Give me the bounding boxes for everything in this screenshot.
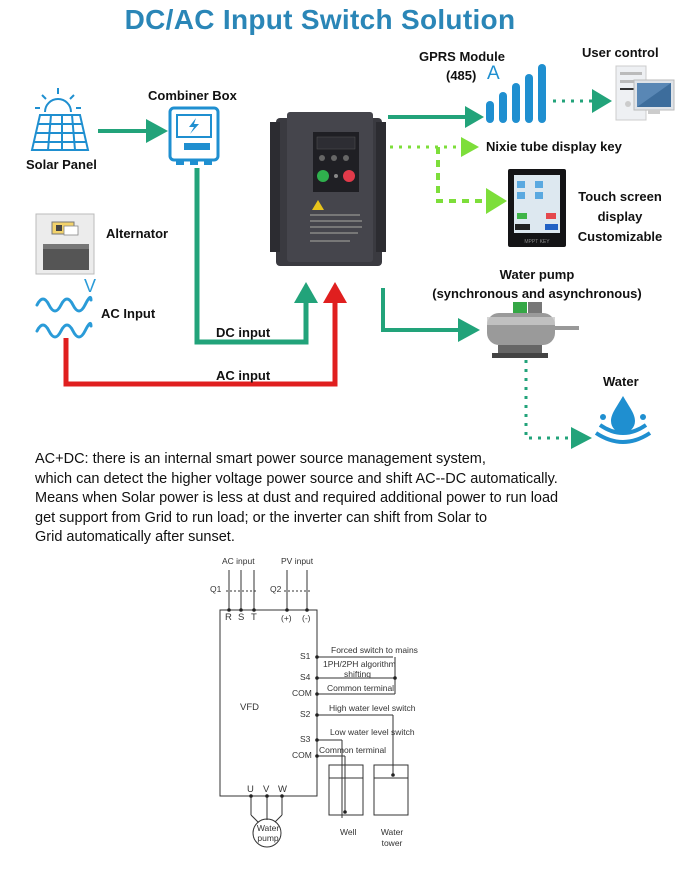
terminal-s3: S3: [300, 734, 311, 744]
wiring-ac-input: AC input: [222, 556, 255, 566]
description-line: Grid automatically after sunset.: [35, 529, 235, 545]
vfd-box: [219, 609, 318, 797]
wiring-pv-input: PV input: [281, 556, 314, 566]
tower-label-line1: Water: [380, 827, 404, 837]
combiner-box-icon: [168, 106, 220, 165]
touch-screen-label: Touch screen display Customizable: [572, 187, 668, 247]
terminal-plus: (+): [281, 613, 292, 623]
nixie-dashed-arrow: [390, 137, 479, 157]
touch-screen-dashed-arrow: [436, 147, 507, 214]
motor-pump-icon: [487, 302, 579, 358]
solar-panel-icon: [30, 88, 90, 151]
note-common-2: Common terminal: [319, 745, 387, 755]
inverter-to-pump-arrow: [381, 288, 480, 342]
terminal-s4: S4: [300, 672, 311, 682]
pump-label-line2: pump: [257, 833, 279, 843]
ac-input-arrowhead: [323, 282, 347, 303]
voltage-symbol: V: [84, 276, 97, 296]
gprs-sublabel: (485): [446, 68, 477, 83]
water-pump-title: Water pump: [499, 267, 575, 282]
nixie-label: Nixie tube display key: [486, 139, 622, 154]
terminal-com-1: COM: [292, 688, 312, 698]
note-low-water: Low water level switch: [330, 727, 415, 737]
terminal-s1: S1: [300, 651, 311, 661]
note-algorithm-1: 1PH/2PH algorithm: [323, 659, 396, 669]
dc-input-line: [194, 168, 309, 345]
pump-label-line1: Water: [256, 823, 280, 833]
water-pump-subtitle: (synchronous and asynchronous): [432, 286, 642, 301]
touch-screen-icon: MPPT KEY: [508, 169, 566, 247]
gprs-to-user-arrow: [553, 89, 612, 113]
pump-label: Water pump: [256, 823, 280, 843]
terminal-r: R: [225, 612, 232, 623]
solar-panel-label: Solar Panel: [26, 157, 97, 172]
terminal-w: W: [278, 784, 287, 795]
water-drop-icon: [594, 396, 652, 444]
solar-to-combiner-arrow: [98, 119, 168, 143]
vfd-label: VFD: [240, 702, 259, 713]
current-symbol: A: [487, 63, 500, 84]
description-line: get support from Grid to run load; or th…: [35, 509, 488, 526]
touch-screen-caption: MPPT KEY: [524, 239, 550, 245]
note-forced-switch: Forced switch to mains: [331, 645, 418, 655]
ac-input-label: AC Input: [101, 306, 156, 321]
ac-input-line-label: AC input: [216, 368, 271, 383]
inverter-icon: [270, 112, 386, 266]
ac-input-line: [63, 300, 338, 387]
wiring-q1: Q1: [210, 584, 222, 594]
combiner-box-label: Combiner Box: [148, 88, 237, 103]
touch-screen-line2: display: [597, 209, 643, 224]
terminal-v: V: [263, 784, 270, 795]
terminal-t: T: [251, 612, 257, 623]
touch-screen-line3: Customizable: [577, 229, 663, 244]
terminal-com-2: COM: [292, 750, 312, 760]
tower-label-line2: tower: [381, 838, 403, 848]
note-high-water: High water level switch: [329, 703, 416, 713]
terminal-u: U: [247, 784, 254, 795]
water-pump-label: Water pump (synchronous and asynchronous…: [416, 265, 658, 303]
alternator-label: Alternator: [106, 226, 169, 241]
dc-input-arrowhead: [294, 282, 318, 303]
description: AC+DC: there is an internal smart power …: [35, 450, 655, 548]
computer-icon: [615, 65, 675, 121]
tower-label: Water tower: [380, 827, 404, 849]
user-control-label: User control: [582, 45, 659, 60]
wiring-q2: Q2: [270, 584, 282, 594]
terminal-s: S: [238, 612, 245, 623]
dc-input-line-label: DC input: [216, 325, 271, 340]
signal-bars-icon: [486, 64, 546, 123]
inverter-to-gprs-arrow: [388, 106, 484, 128]
alternator-icon: [35, 213, 95, 275]
top-diagram: MPPT KEY: [30, 64, 675, 449]
gprs-label: GPRS Module: [419, 49, 505, 64]
water-label: Water: [603, 374, 639, 389]
note-algorithm-2: shifting: [344, 669, 371, 679]
note-common-1: Common terminal: [327, 683, 395, 693]
ac-wave-icon: [35, 295, 93, 339]
pump-to-water-arrow: [524, 360, 592, 449]
terminal-minus: (-): [302, 613, 311, 623]
description-line: Means when Solar power is less at dust a…: [35, 490, 559, 506]
description-line: which can detect the higher voltage powe…: [35, 470, 558, 487]
well-label: Well: [340, 827, 357, 837]
terminal-s2: S2: [300, 709, 311, 719]
description-line: AC+DC: there is an internal smart power …: [35, 451, 486, 467]
touch-screen-line1: Touch screen: [578, 189, 662, 204]
page-title: DC/AC Input Switch Solution: [124, 4, 516, 35]
